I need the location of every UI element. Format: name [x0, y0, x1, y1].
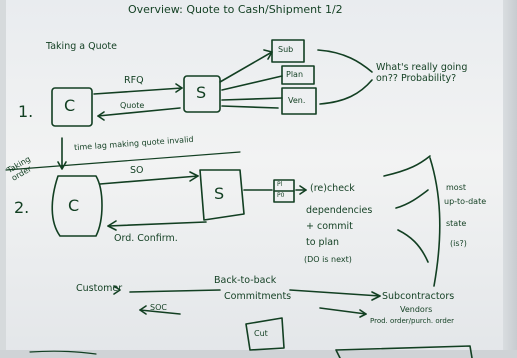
quote-arrow — [97, 107, 181, 117]
order-confirm-arrow — [107, 221, 207, 227]
check-line-2: dependencies — [306, 205, 373, 216]
probability-note: What's really going on?? Probability? — [376, 62, 468, 85]
section-heading-quote: Taking a Quote — [46, 41, 117, 52]
prod-order-note: Prod. order/purch. order — [370, 317, 455, 325]
vendors-label: Vendors — [400, 305, 433, 314]
btb-subtitle: Commitments — [224, 291, 292, 302]
supplier-box-2 — [199, 169, 245, 221]
arrow-to-plan — [221, 75, 283, 91]
step-number-2: 2. — [14, 198, 30, 217]
page-title: Overview: Quote to Cash/Shipment 1/2 — [128, 3, 343, 16]
supplier-label-1: S — [196, 83, 207, 102]
btb-customer-label: Customer — [76, 283, 123, 294]
btb-line-right — [289, 289, 381, 297]
whiteboard-left-edge — [0, 0, 6, 358]
whiteboard-bottom-edge — [0, 350, 517, 358]
subcontractors-label: Subcontractors — [382, 291, 455, 302]
soc-label: SOC — [150, 303, 167, 312]
arrow-to-sub — [219, 51, 273, 83]
right-note-2: up-to-date — [444, 197, 487, 206]
sub-label: Sub — [278, 45, 294, 54]
customer-label-2: C — [68, 196, 80, 215]
right-note-1: most — [446, 183, 466, 192]
sub-box — [271, 39, 305, 63]
plan-label: Plan — [286, 70, 304, 79]
customer-box-1 — [51, 87, 93, 127]
customer-box-2 — [51, 175, 103, 237]
rfq-label: RFQ — [124, 75, 144, 86]
check-line-5: (DO is next) — [304, 255, 352, 264]
ven-label: Ven. — [288, 96, 306, 105]
brace-bottom — [319, 79, 373, 105]
step-number-1: 1. — [18, 102, 34, 121]
btb-line-left — [129, 289, 221, 293]
so-label: SO — [130, 165, 144, 176]
right-note-3: state — [446, 219, 467, 228]
right-note-4: (is?) — [450, 239, 467, 248]
check-line-1: (re)check — [310, 183, 355, 194]
btb-title: Back-to-back — [214, 275, 277, 286]
ven-box — [281, 87, 317, 115]
cut-box — [245, 317, 285, 351]
order-confirm-label: Ord. Confirm. — [114, 233, 178, 244]
brace-top — [317, 49, 373, 73]
p0-label: P0 — [277, 192, 285, 199]
supplier-label-2: S — [214, 184, 225, 203]
supplier-box-1 — [183, 75, 221, 113]
so-arrow — [99, 175, 199, 185]
quote-label: Quote — [120, 101, 145, 110]
customer-label-1: C — [64, 96, 76, 115]
arrow-to-ven — [221, 97, 283, 101]
pl-label: Pl — [277, 181, 283, 188]
right-brace — [429, 157, 441, 287]
rfq-arrow — [93, 87, 183, 95]
check-line-3: + commit — [306, 221, 353, 232]
plan-box — [281, 65, 315, 85]
cut-label: Cut — [254, 329, 268, 338]
whiteboard-right-edge — [503, 0, 517, 358]
check-line-4: to plan — [306, 237, 340, 248]
